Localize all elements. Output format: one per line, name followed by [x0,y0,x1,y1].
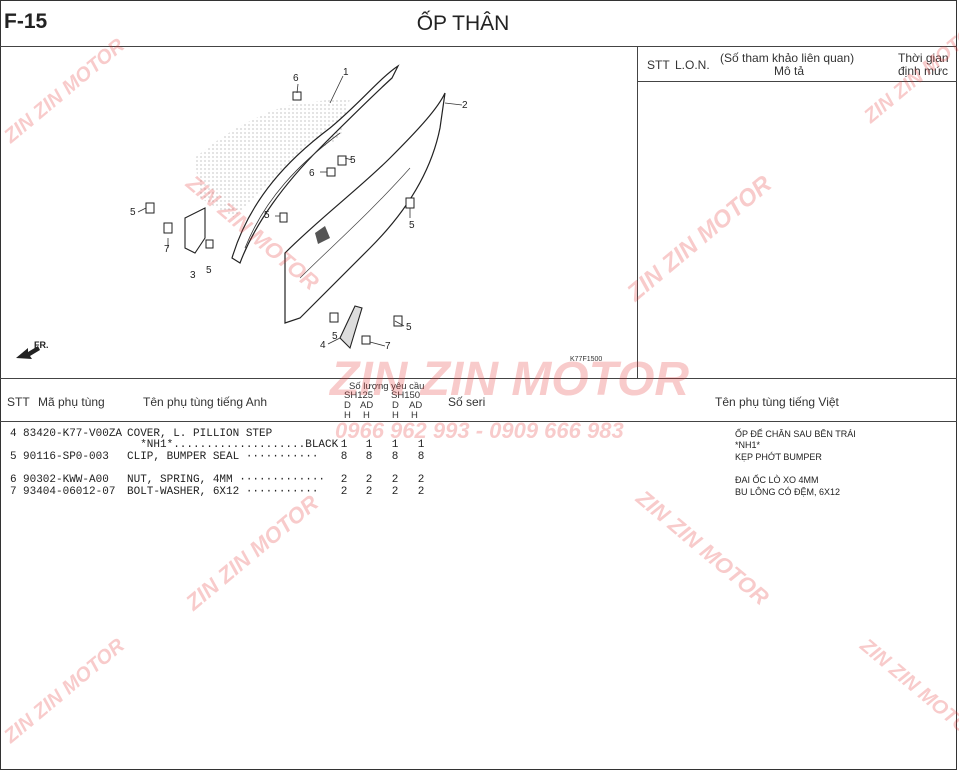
svg-text:1: 1 [343,67,349,78]
svg-text:4: 4 [320,340,326,351]
ref-col-desc-2: Mô tả [774,64,805,78]
frame-dotted-area [195,98,350,218]
ref-col-time-1: Thời gian [898,51,949,65]
page-id: F-15 [4,10,48,33]
col-sub-3: D [392,400,399,411]
svg-text:5: 5 [350,155,356,166]
row-part-no: 83420-K77-V00ZA [23,428,123,440]
col-name-en: Tên phụ tùng tiếng Anh [143,395,268,409]
row-qty-2: 2 [365,486,373,498]
col-h-3: H [392,410,399,421]
col-h-2: H [363,410,370,421]
row-qty-4: 2 [417,474,425,486]
svg-text:6: 6 [309,168,315,179]
row-name-en: BOLT-WASHER, 6X12 ··········· [127,486,319,498]
col-part-no: Mã phụ tùng [38,395,105,409]
ref-col-stt: STT [647,58,670,72]
row-qty-2: 1 [365,439,373,451]
row-name-vi: ĐAI ỐC LÒ XO 4MM [735,475,819,485]
col-sub-1: D [344,400,351,411]
svg-text:5: 5 [406,322,412,333]
col-qty-title: Số lượng yêu cầu [349,381,425,392]
part-4-step-cover [339,305,363,350]
row-name-vi: BU LÔNG CÓ ĐỆM, 6X12 [735,487,841,497]
col-stt: STT [7,395,30,409]
table-header-divider [0,421,957,422]
col-model-2: SH150 [391,390,421,401]
row-qty-3: 2 [391,474,399,486]
row-stt: 5 [10,451,17,463]
row-name-en: *NH1*....................BLACK [127,439,339,451]
row-stt: 7 [10,486,17,498]
row-name-en: NUT, SPRING, 4MM ············· [127,474,326,486]
front-direction-arrow: FR. [14,340,54,367]
col-h-1: H [344,410,351,421]
svg-text:5: 5 [409,220,415,231]
row-part-no: 90116-SP0-003 [23,451,109,463]
part-1-rail [231,64,400,264]
svg-text:7: 7 [385,341,391,352]
row-name-vi: *NH1* [735,440,761,450]
svg-text:5: 5 [206,265,212,276]
col-sub-2: AD [360,400,374,411]
row-stt: 6 [10,474,17,486]
row-name-en: COVER, L. PILLION STEP [127,428,273,440]
page-title: ỐP THÂN [416,12,510,35]
row-qty-3: 1 [391,439,399,451]
svg-text:7: 7 [164,244,170,255]
header-divider [0,46,957,47]
col-model-1: SH125 [344,390,374,401]
svg-text:3: 3 [190,270,196,281]
row-qty-2: 2 [365,474,373,486]
col-name-vi: Tên phụ tùng tiếng Việt [715,395,839,409]
svg-text:5: 5 [332,331,338,342]
row-qty-3: 8 [391,451,399,463]
svg-text:5: 5 [130,207,136,218]
row-qty-3: 2 [391,486,399,498]
ref-col-desc-1: (Số tham khảo liên quan) [720,51,855,65]
col-serial: Số seri [448,395,486,409]
col-sub-4: AD [409,400,423,411]
col-h-4: H [411,410,418,421]
row-qty-4: 2 [417,486,425,498]
ref-header-divider [637,81,957,82]
diagram-code: K77F1500 [570,356,603,363]
svg-text:6: 6 [293,73,299,84]
row-qty-4: 1 [417,439,425,451]
parts-diagram: 123 455 555 556 677 [130,64,468,352]
svg-text:2: 2 [462,100,468,111]
table-top-divider [0,378,957,379]
row-qty-1: 8 [340,451,348,463]
row-qty-2: 8 [365,451,373,463]
row-part-no: 90302-KWW-A00 [23,474,109,486]
part-3-bracket [184,207,206,254]
row-stt: 4 [10,428,17,440]
row-name-en: CLIP, BUMPER SEAL ··········· [127,451,319,463]
svg-text:5: 5 [264,210,270,221]
ref-col-lon: L.O.N. [675,58,710,72]
ref-col-time-2: định mức [898,64,949,78]
row-name-vi: KẸP PHỚT BUMPER [735,452,822,462]
row-qty-1: 1 [340,439,348,451]
front-label: FR. [34,340,49,350]
arrow-icon [16,346,40,359]
row-qty-1: 2 [340,486,348,498]
part-2-cover [284,92,446,324]
row-part-no: 93404-06012-07 [23,486,116,498]
row-qty-4: 8 [417,451,425,463]
row-qty-1: 2 [340,474,348,486]
diagram-divider [637,46,638,379]
row-name-vi: ỐP ĐỂ CHÂN SAU BÊN TRÁI [735,429,856,439]
